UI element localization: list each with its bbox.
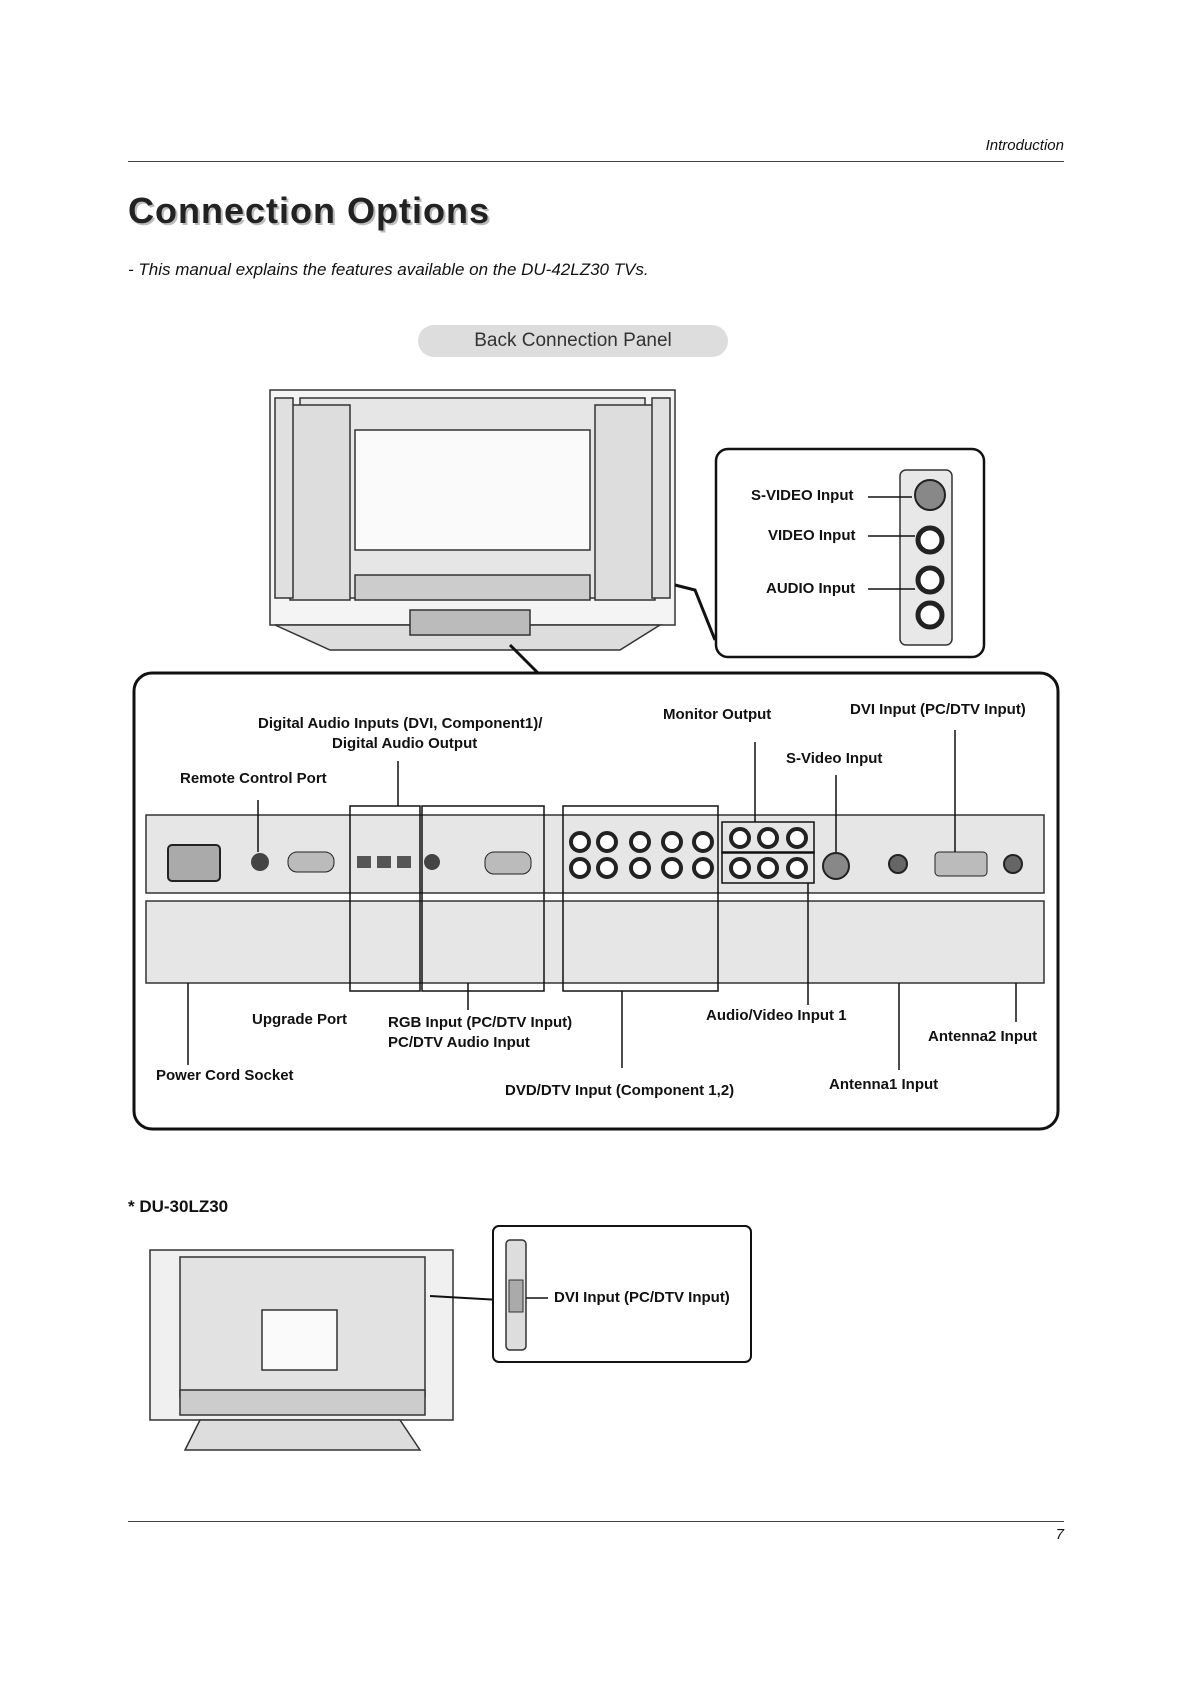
pc-audio-label: PC/DTV Audio Input [388, 1034, 530, 1051]
antenna2-icon [1003, 854, 1023, 874]
intro-text: - This manual explains the features avai… [128, 260, 649, 279]
audio-jack-left-icon [915, 565, 945, 595]
small-dvi-label: DVI Input (PC/DTV Input) [554, 1289, 730, 1306]
jack-panel-lower [145, 900, 1045, 984]
small-tv-illustration [149, 1249, 454, 1451]
audio-jack-right-icon [915, 600, 945, 630]
antenna1-label: Antenna1 Input [829, 1076, 939, 1093]
side-panel-illustration [899, 469, 953, 646]
digital-audio-label-1: Digital Audio Inputs (DVI, Component1)/ [258, 715, 543, 732]
dvi-port-icon [934, 851, 988, 877]
rgb-input-label: RGB Input (PC/DTV Input) [388, 1014, 573, 1031]
antenna1-icon [888, 854, 908, 874]
component-jacks [569, 827, 808, 879]
remote-port-icon [251, 853, 269, 871]
small-dvi-box [492, 1225, 752, 1363]
tv-rear-illustration [269, 389, 676, 651]
av-input1-label: Audio/Video Input 1 [706, 1007, 847, 1024]
model-label: * DU-30LZ30 [128, 1197, 229, 1216]
page-title: Connection Options [128, 190, 490, 231]
svideo-port-icon [822, 852, 850, 880]
video-input-label: VIDEO Input [768, 527, 856, 544]
svideo-jack-icon [914, 479, 946, 511]
upgrade-port-label: Upgrade Port [252, 1011, 348, 1028]
upgrade-port-icon [287, 851, 335, 873]
svideo-back-label: S-Video Input [786, 750, 883, 767]
panel-heading: Back Connection Panel [418, 325, 728, 357]
rgb-port-icon [484, 851, 532, 875]
dvd-input-label: DVD/DTV Input (Component 1,2) [505, 1082, 735, 1099]
footer-rule [128, 1521, 1064, 1522]
page-number: 7 [1055, 1526, 1064, 1543]
digital-audio-label-2: Digital Audio Output [332, 735, 478, 752]
header-rule [128, 161, 1064, 162]
remote-port-label: Remote Control Port [180, 770, 327, 787]
monitor-output-label: Monitor Output [663, 706, 772, 723]
svideo-input-label: S-VIDEO Input [751, 487, 854, 504]
jack-panel-upper [145, 814, 1045, 894]
audio-input-label: AUDIO Input [766, 580, 856, 597]
video-jack-icon [915, 525, 945, 555]
section-label: Introduction [985, 137, 1064, 154]
ac-socket-icon [167, 844, 221, 882]
antenna2-label: Antenna2 Input [928, 1028, 1038, 1045]
power-cord-label: Power Cord Socket [156, 1067, 294, 1084]
dvi-input-label: DVI Input (PC/DTV Input) [850, 701, 1026, 718]
